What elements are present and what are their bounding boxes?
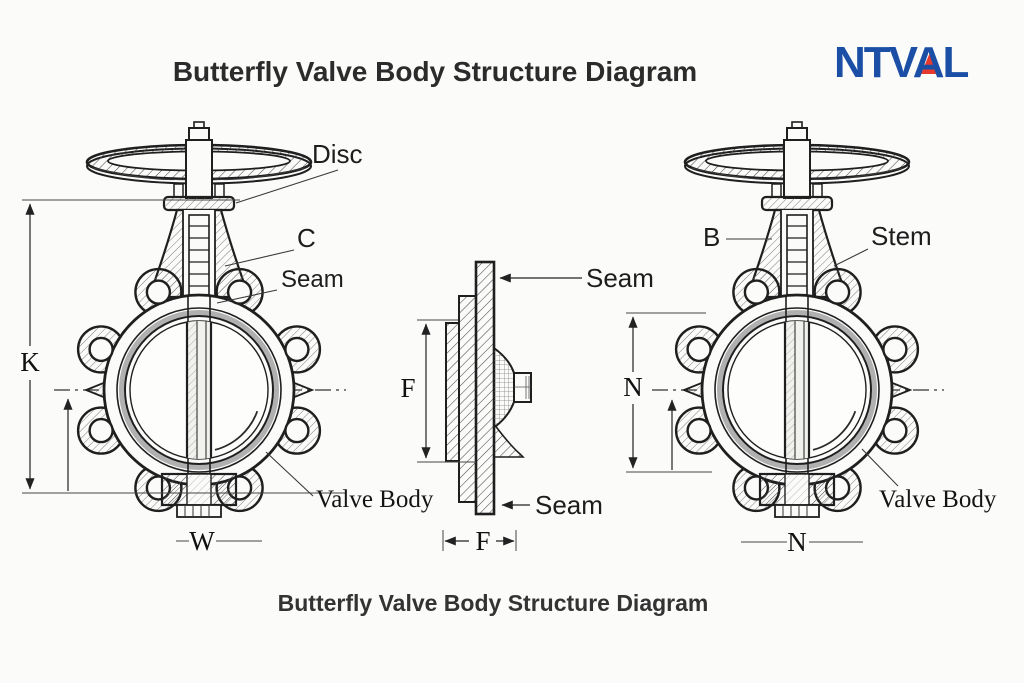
label-valve-body-left: Valve Body — [316, 486, 434, 513]
left-valve-front-view: K W Disc C Seam Valve Body — [20, 122, 434, 556]
label-disc: Disc — [312, 139, 363, 169]
flange-plates — [445, 260, 496, 516]
dimension-W: W — [176, 526, 262, 556]
dimension-N-bottom: N — [741, 527, 863, 557]
page-title: Butterfly Valve Body Structure Diagram — [173, 56, 697, 87]
dim-label-K: K — [20, 347, 40, 377]
logo-text: NTVAL — [834, 38, 969, 87]
right-valve-front-view: N N B Stem Valve Body — [623, 122, 997, 557]
logo: NTVAL — [834, 38, 971, 87]
label-c: C — [297, 223, 316, 253]
dimension-N-vertical: N — [623, 312, 712, 473]
dimension-F-vertical: F — [400, 319, 476, 463]
logo-red-triangle — [921, 50, 941, 74]
side-profile-view: F F Seam Seam — [400, 260, 654, 556]
dim-label-F-horizontal: F — [475, 526, 490, 556]
label-valve-body-right: Valve Body — [879, 486, 997, 513]
label-seam-top: Seam — [586, 263, 654, 293]
footer-caption: Butterfly Valve Body Structure Diagram — [278, 590, 709, 616]
label-stem: Stem — [871, 221, 932, 251]
stem-boss — [493, 347, 532, 458]
dim-label-N-vertical: N — [623, 372, 643, 402]
dimension-K: K — [20, 199, 346, 494]
dim-label-F-vertical: F — [400, 373, 415, 403]
dim-label-N-bottom: N — [787, 527, 807, 557]
label-seam-bottom: Seam — [535, 490, 603, 520]
dimension-F-horizontal: F — [442, 526, 517, 556]
dim-label-W: W — [189, 526, 215, 556]
label-b: B — [703, 222, 720, 252]
label-seam-left: Seam — [281, 266, 344, 293]
